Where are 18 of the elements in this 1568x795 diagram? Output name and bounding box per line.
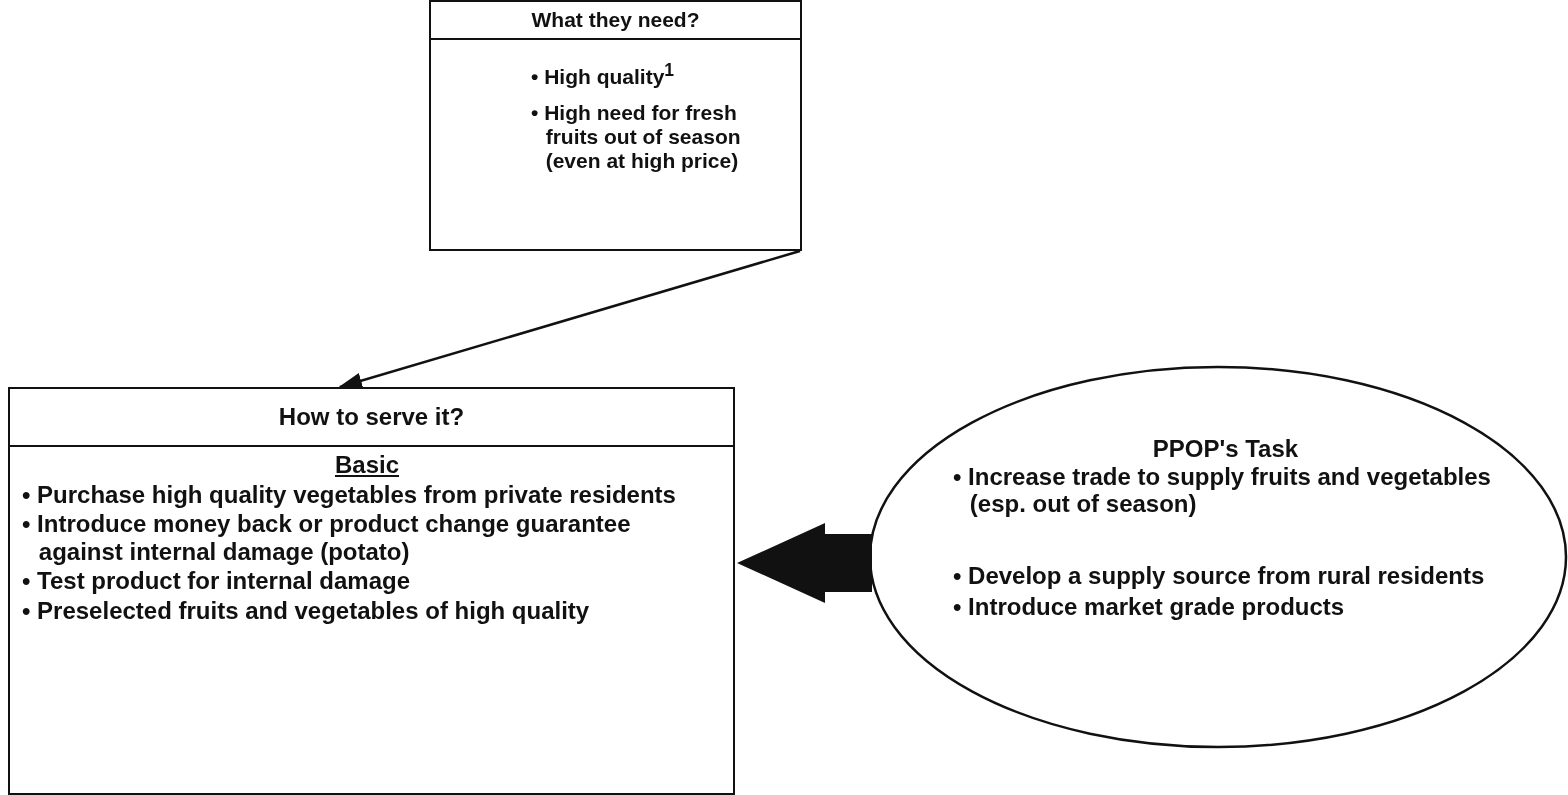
ellipse-heading: PPOP's Task — [1151, 435, 1300, 463]
block-arrow — [737, 523, 872, 603]
arrow — [338, 249, 801, 389]
box-heading: How to serve it? — [10, 389, 733, 447]
bullet-item: • Introduce market grade products — [953, 593, 1346, 621]
box-heading: What they need? — [431, 2, 800, 40]
bullet-item: • Develop a supply source from rural residents — [953, 561, 1486, 590]
bullet-item: • Introduce money back or product change guarantee against internal damage (potato) — [22, 510, 632, 566]
subheading: Basic — [334, 451, 399, 479]
bullet-item: • Preselected fruits and vegetables of high quality — [22, 596, 591, 625]
task-ellipse — [868, 365, 1568, 749]
bullet-item: • High quality$^{1}$ — [531, 60, 676, 90]
text-box — [8, 387, 735, 795]
text-box — [429, 0, 802, 251]
bullet-item: • Increase trade to supply fruits and vegetables (esp. out of season) — [953, 462, 1492, 518]
bullet-item: • High need for fresh fruits out of season (even at high price) — [531, 101, 742, 174]
bullet-item: • Test product for internal damage — [22, 567, 411, 595]
bullet-item: • Purchase high quality vegetables from private residents — [22, 480, 677, 509]
